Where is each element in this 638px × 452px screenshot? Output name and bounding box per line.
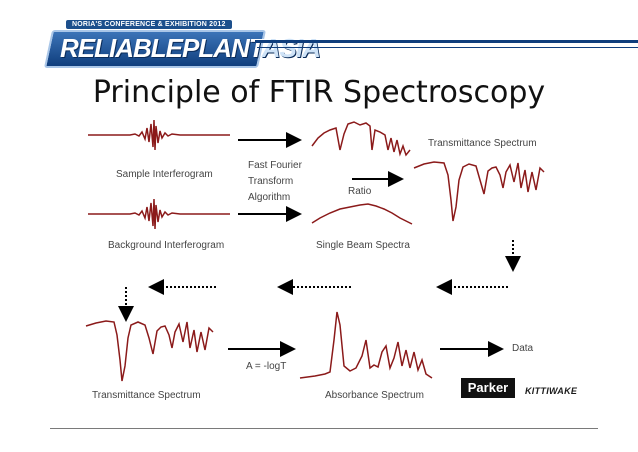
banner-region: ASIA	[261, 33, 321, 63]
background-single-beam-trace	[311, 203, 413, 225]
label-transmittance-top: Transmittance Spectrum	[428, 138, 537, 149]
label-fft-line1: Fast Fourier	[248, 160, 302, 171]
banner-rule	[255, 40, 638, 43]
banner-conference: NORIA'S CONFERENCE & EXHIBITION 2012	[66, 20, 232, 29]
sample-single-beam-trace	[311, 121, 411, 157]
transmittance-bottom-trace	[85, 320, 214, 382]
label-single-beam: Single Beam Spectra	[316, 240, 410, 251]
label-background-interferogram: Background Interferogram	[108, 240, 225, 251]
label-absorbance: Absorbance Spectrum	[325, 390, 424, 401]
label-fft-line3: Algorithm	[248, 192, 291, 203]
label-ratio: Ratio	[348, 186, 372, 197]
banner-logo: RELIABLEPLANTASIA	[60, 33, 321, 64]
background-interferogram-trace	[88, 198, 230, 230]
parker-logo: Parker	[461, 378, 515, 398]
kittiwake-logo: KITTIWAKE	[525, 386, 578, 396]
label-formula: A = -logT	[246, 361, 287, 372]
label-sample-interferogram: Sample Interferogram	[116, 169, 213, 180]
absorbance-trace	[299, 311, 433, 379]
slide-title: Principle of FTIR Spectroscopy	[92, 75, 546, 110]
footer-rule	[50, 428, 598, 429]
transmittance-top-trace	[413, 161, 545, 222]
label-data: Data	[512, 343, 534, 354]
label-fft-line2: Transform	[248, 176, 294, 187]
sample-interferogram-trace	[88, 119, 230, 151]
banner-brand: RELIABLEPLANT	[60, 33, 263, 63]
label-transmittance-bottom: Transmittance Spectrum	[92, 390, 201, 401]
banner-rule-thin	[257, 47, 638, 48]
